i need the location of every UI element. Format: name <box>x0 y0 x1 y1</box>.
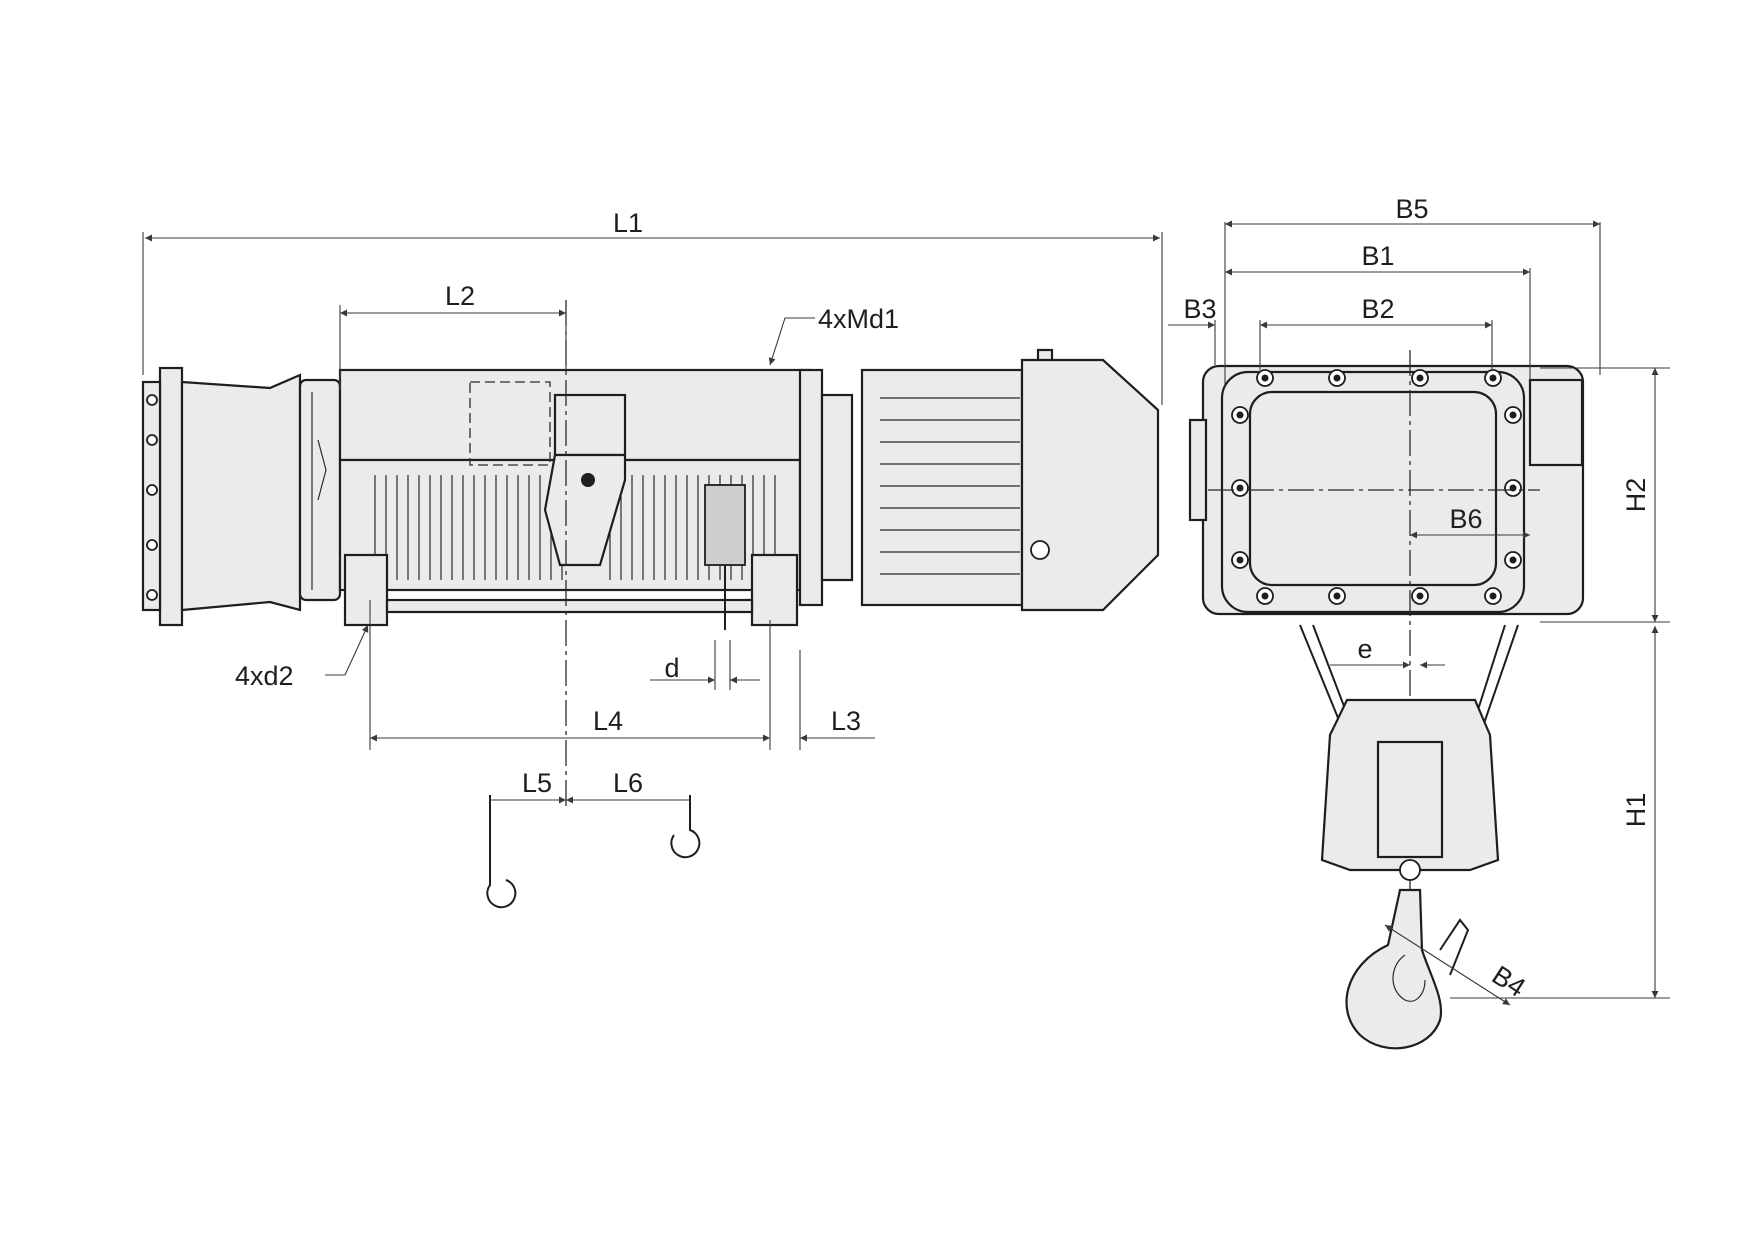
label-e: e <box>1357 634 1372 664</box>
label-B5: B5 <box>1395 194 1428 224</box>
hook-symbol-right <box>670 795 701 859</box>
fan-cover <box>1020 358 1160 612</box>
label-B4: B4 <box>1487 960 1531 1003</box>
leader-Md1 <box>768 317 815 366</box>
label-B1: B1 <box>1361 241 1394 271</box>
left-foot <box>343 553 389 627</box>
coupling <box>820 393 854 582</box>
flange-bolts <box>146 394 158 601</box>
hook-block-plate <box>1376 740 1444 859</box>
side-view <box>141 300 1160 909</box>
motor-body <box>860 368 1024 607</box>
front-bolts <box>1231 369 1522 605</box>
label-L4: L4 <box>593 706 623 736</box>
front-view <box>1188 350 1585 1050</box>
base-rail <box>385 598 754 614</box>
terminal-box <box>1528 378 1584 467</box>
label-L2: L2 <box>445 281 475 311</box>
leader-d2 <box>325 624 369 676</box>
label-B3: B3 <box>1183 294 1216 324</box>
dim-B4 <box>1384 924 1511 1006</box>
right-foot <box>750 553 799 627</box>
limit-switch <box>704 484 746 566</box>
rope-guide <box>543 453 627 567</box>
motor-fins <box>880 397 1020 575</box>
label-d: d <box>664 653 679 683</box>
end-flange <box>158 366 184 627</box>
side-plate <box>798 368 824 607</box>
limit-switch-outline <box>469 381 551 466</box>
rope-guide-box <box>553 393 627 457</box>
hook-latch <box>1439 918 1470 976</box>
label-L5: L5 <box>522 768 552 798</box>
label-L3: L3 <box>831 706 861 736</box>
gearbox-flange <box>298 378 342 602</box>
label-H2: H2 <box>1621 478 1651 513</box>
label-4xMd1: 4xMd1 <box>818 304 899 334</box>
label-B6: B6 <box>1449 504 1482 534</box>
label-H1: H1 <box>1621 793 1651 828</box>
front-cover <box>1248 390 1498 587</box>
gearbox-housing <box>180 373 302 612</box>
hook-symbol-left <box>486 795 517 909</box>
dimension-labels: L1 L2 4xMd1 4xd2 d L4 L3 L5 L6 B5 B1 B2 … <box>235 194 1651 1003</box>
dimension-lines <box>142 220 1670 1006</box>
side-lug <box>1188 418 1208 522</box>
end-flange-rim <box>141 380 162 612</box>
label-L6: L6 <box>613 768 643 798</box>
label-B2: B2 <box>1361 294 1394 324</box>
label-4xd2: 4xd2 <box>235 661 294 691</box>
ropes <box>1299 624 1519 736</box>
label-L1: L1 <box>613 208 643 238</box>
